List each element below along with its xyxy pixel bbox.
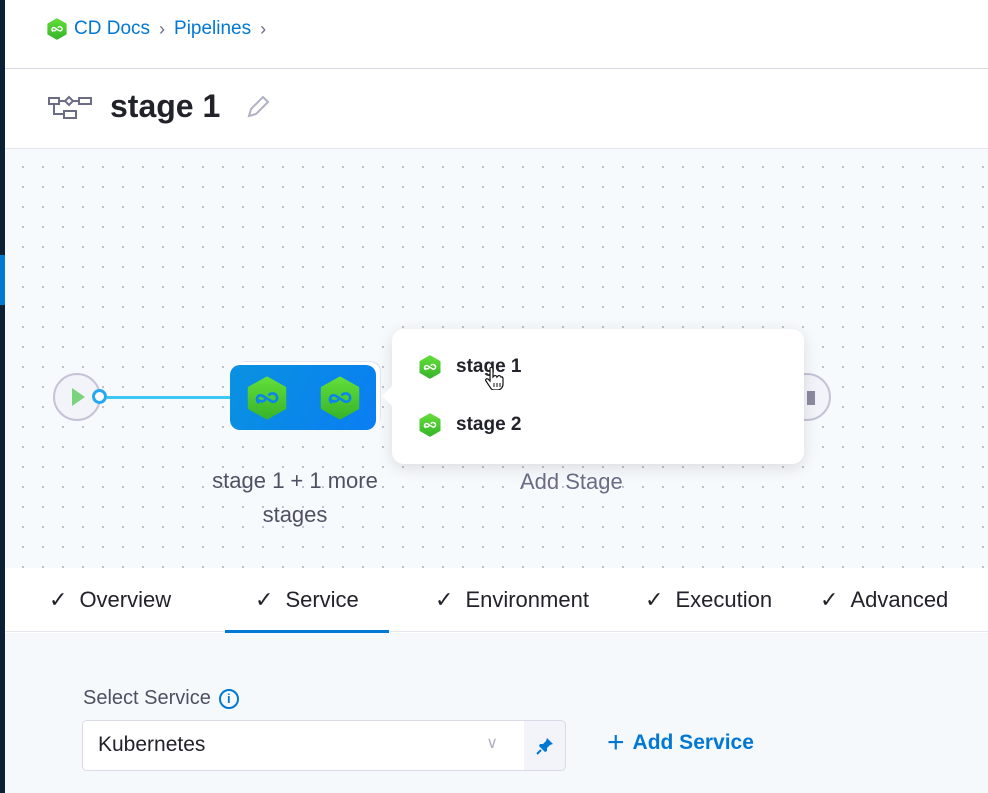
breadcrumb-pipelines[interactable]: Pipelines (174, 18, 252, 39)
stage-tabs: ✓ Overview ✓ Service ✓ Environment ✓ Executi… (5, 568, 988, 633)
add-stage-button[interactable]: Add Stage (520, 469, 623, 494)
deploy-stage-icon (245, 376, 289, 420)
page-title: stage 1 (110, 88, 221, 124)
deploy-stage-icon (418, 413, 442, 437)
breadcrumb: CD Docs › Pipelines › (46, 18, 269, 40)
tab-overview[interactable]: ✓ Overview (49, 568, 171, 632)
popover-item-stage-1[interactable]: stage 1 (418, 355, 521, 379)
popover-item-stage-2[interactable]: stage 2 (418, 413, 521, 437)
popover-item-label: stage 1 (456, 356, 522, 377)
divider (5, 68, 988, 69)
cd-module-icon (46, 18, 68, 40)
sidebar-active-indicator (0, 255, 5, 305)
chevron-right-icon: › (260, 18, 267, 39)
select-service-label: Select Service i (83, 687, 239, 710)
tab-label: Execution (675, 587, 773, 612)
connector-line (107, 396, 232, 399)
pin-icon[interactable] (524, 721, 565, 770)
check-icon: ✓ (255, 587, 274, 612)
tab-label: Environment (465, 587, 589, 612)
service-select[interactable]: Kubernetes ∨ (82, 720, 566, 771)
service-form: Select Service i Kubernetes ∨ + Add Service (5, 633, 988, 793)
stage-group-popover: stage 1 stage 2 (382, 329, 804, 464)
service-select-value: Kubernetes (98, 733, 206, 756)
edit-pencil-icon[interactable] (244, 93, 272, 121)
tab-service[interactable]: ✓ Service (225, 568, 389, 633)
label-text: Select Service (83, 687, 211, 709)
plus-icon: + (607, 726, 625, 759)
info-icon[interactable]: i (218, 688, 239, 709)
add-service-button[interactable]: + Add Service (607, 726, 754, 759)
check-icon: ✓ (49, 587, 68, 612)
chevron-right-icon: › (159, 18, 166, 39)
tab-advanced[interactable]: ✓ Advanced (820, 568, 948, 632)
add-service-label: Add Service (632, 731, 754, 754)
sidebar-strip (0, 0, 5, 793)
start-port[interactable] (92, 389, 107, 404)
pipeline-stage-icon (48, 95, 92, 119)
page-header: stage 1 (48, 88, 272, 125)
tab-label: Service (285, 587, 359, 612)
pipeline-start-node[interactable] (53, 373, 101, 421)
tab-environment[interactable]: ✓ Environment (435, 568, 589, 632)
hand-cursor-icon (485, 366, 504, 390)
stage-group-label: stage 1 + 1 more stages (212, 468, 378, 527)
tab-label: Advanced (850, 587, 949, 612)
chevron-down-icon[interactable]: ∨ (486, 735, 498, 752)
check-icon: ✓ (645, 587, 664, 612)
stage-group-node[interactable] (230, 365, 376, 430)
deploy-stage-icon (418, 355, 442, 379)
check-icon: ✓ (435, 587, 454, 612)
check-icon: ✓ (820, 587, 839, 612)
tab-execution[interactable]: ✓ Execution (645, 568, 772, 632)
tab-label: Overview (79, 587, 172, 612)
popover-item-label: stage 2 (456, 414, 522, 435)
breadcrumb-cd-docs[interactable]: CD Docs (74, 18, 151, 39)
deploy-stage-icon (318, 376, 362, 420)
